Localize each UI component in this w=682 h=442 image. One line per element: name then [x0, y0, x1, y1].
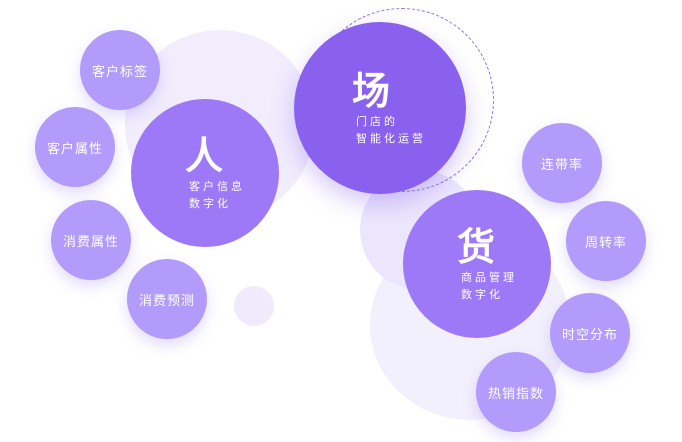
tag-spatiotemporal: 时空分布 [550, 293, 630, 373]
people-line1: 客户信息 [189, 180, 245, 193]
tag-customer-attr: 客户属性 [35, 107, 115, 187]
center-glyph: 场 [352, 69, 391, 113]
tag-customer-label: 客户标签 [80, 30, 160, 110]
center-line2: 智能化运营 [356, 132, 426, 145]
goods-circle: 货 商品管理 数字化 [403, 190, 551, 338]
center-line1: 门店的 [356, 115, 398, 128]
tag-text: 客户标签 [91, 64, 148, 80]
tag-text: 消费属性 [62, 234, 119, 250]
tag-text: 周转率 [584, 235, 627, 251]
people-line2: 数字化 [189, 197, 231, 210]
tag-hot-sales: 热销指数 [476, 352, 556, 432]
tag-text: 消费预测 [138, 293, 195, 309]
tag-turnover: 周转率 [566, 201, 646, 281]
tag-consume-forecast: 消费预测 [127, 259, 207, 339]
tag-text: 热销指数 [487, 386, 544, 402]
tag-cross-sell: 连带率 [522, 123, 602, 203]
goods-line2: 数字化 [461, 288, 503, 301]
goods-glyph: 货 [457, 225, 496, 269]
tag-consume-attr: 消费属性 [51, 200, 131, 280]
goods-line1: 商品管理 [461, 271, 517, 284]
people-circle: 人 客户信息 数字化 [131, 99, 279, 247]
tag-text: 连带率 [540, 157, 583, 173]
tag-text: 时空分布 [561, 327, 618, 343]
tag-text: 客户属性 [46, 141, 103, 157]
center-circle: 场 门店的 智能化运营 [294, 22, 466, 194]
bg-blob [234, 286, 274, 326]
people-glyph: 人 [185, 134, 224, 178]
